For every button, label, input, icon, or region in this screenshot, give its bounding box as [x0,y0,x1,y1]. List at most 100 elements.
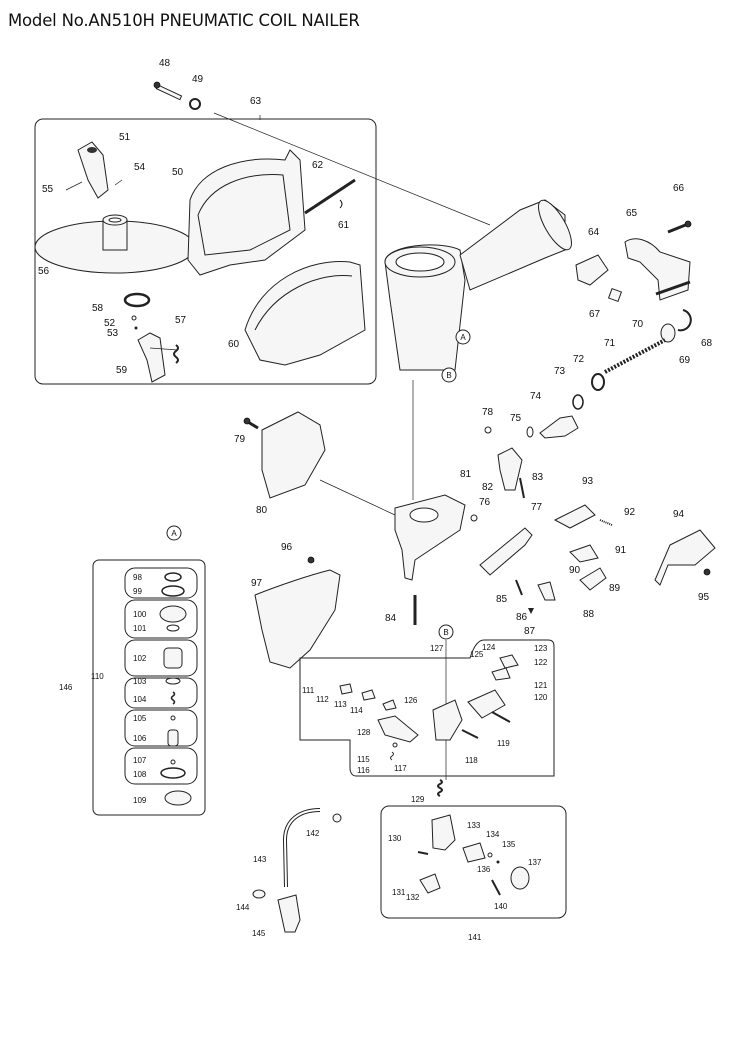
cap-64 [575,254,609,286]
label-80: 80 [256,505,268,516]
label-74: 74 [530,391,542,402]
label-132: 132 [406,893,420,902]
valve-housing-145 [277,894,301,933]
label-131: 131 [392,888,406,897]
label-108: 108 [133,770,147,779]
label-57: 57 [175,315,187,326]
disc-69 [660,323,676,343]
feeder-97 [254,569,341,669]
spring-57 [173,344,179,364]
screw-79 [243,417,259,430]
callout-a-body [455,329,471,345]
label-91: 91 [615,545,627,556]
label-124: 124 [482,643,496,652]
label-99: 99 [133,587,142,596]
label-118: 118 [465,756,478,765]
label-121: 121 [534,681,548,690]
callout-b-header-label: B [443,628,448,637]
label-60: 60 [228,339,240,350]
label-141: 141 [468,933,482,942]
washer-72 [591,373,605,391]
callout-a-header-label: A [171,529,177,538]
label-107: 107 [133,756,147,765]
label-48: 48 [159,58,171,69]
nose-assembly [394,494,466,581]
ring-68 [677,309,692,332]
label-105: 105 [133,714,147,723]
label-94: 94 [673,509,685,520]
callout-b-body [441,367,457,383]
magazine-disc-56 [34,214,196,274]
label-62: 62 [312,160,324,171]
label-68: 68 [701,338,713,349]
label-81: 81 [460,469,472,480]
lever-90 [569,544,599,563]
label-58: 58 [92,303,104,314]
label-122: 122 [534,658,548,667]
label-140: 140 [494,902,508,911]
callout-a-body-label: A [460,333,466,342]
label-101: 101 [133,624,147,633]
label-90: 90 [569,565,581,576]
label-112: 112 [316,695,329,704]
label-55: 55 [42,184,54,195]
label-114: 114 [350,706,363,715]
label-69: 69 [679,355,691,366]
label-98: 98 [133,573,142,582]
label-93: 93 [582,476,594,487]
label-64: 64 [588,227,600,238]
label-144: 144 [236,903,250,912]
label-123: 123 [534,644,548,653]
label-66: 66 [673,183,685,194]
label-110: 110 [91,672,104,681]
latch-51 [77,141,109,199]
label-135: 135 [502,840,516,849]
label-52: 52 [104,318,116,329]
label-75: 75 [510,413,522,424]
valve-assembly-frame-146 [92,559,206,816]
label-137: 137 [528,858,542,867]
trigger-assembly-frame-127 [299,639,555,777]
label-77: 77 [531,502,543,513]
bracket-94 [654,529,716,586]
label-127: 127 [430,644,444,653]
label-79: 79 [234,434,246,445]
label-97: 97 [251,578,263,589]
pawl-59 [137,332,166,383]
label-59: 59 [116,365,128,376]
lever-86 [537,581,556,601]
label-134: 134 [486,830,500,839]
label-96: 96 [281,542,293,553]
label-116: 116 [357,766,370,775]
label-73: 73 [554,366,566,377]
label-136: 136 [477,865,491,874]
label-143: 143 [253,855,267,864]
label-51: 51 [119,132,131,143]
label-95: 95 [698,592,710,603]
magazine-cover-assembly-frame [34,118,377,385]
label-146: 146 [59,683,73,692]
snap-ring-58 [123,292,151,308]
label-102: 102 [133,654,147,663]
label-65: 65 [626,208,638,219]
trigger-82 [497,447,523,491]
label-82: 82 [482,482,494,493]
label-120: 120 [534,693,548,702]
label-50: 50 [172,167,184,178]
label-53: 53 [107,328,119,339]
guard-80 [261,411,326,499]
lever-93 [553,504,596,529]
label-109: 109 [133,796,147,805]
label-78: 78 [482,407,494,418]
washer-49 [189,98,201,110]
label-115: 115 [357,755,370,764]
label-119: 119 [497,739,510,748]
label-103: 103 [133,677,147,686]
label-106: 106 [133,734,147,743]
magazine-cover-60 [244,261,366,366]
label-70: 70 [632,319,644,330]
label-117: 117 [394,764,407,773]
label-92: 92 [624,507,636,518]
page-title: Model No.AN510H PNEUMATIC COIL NAILER [8,11,360,30]
